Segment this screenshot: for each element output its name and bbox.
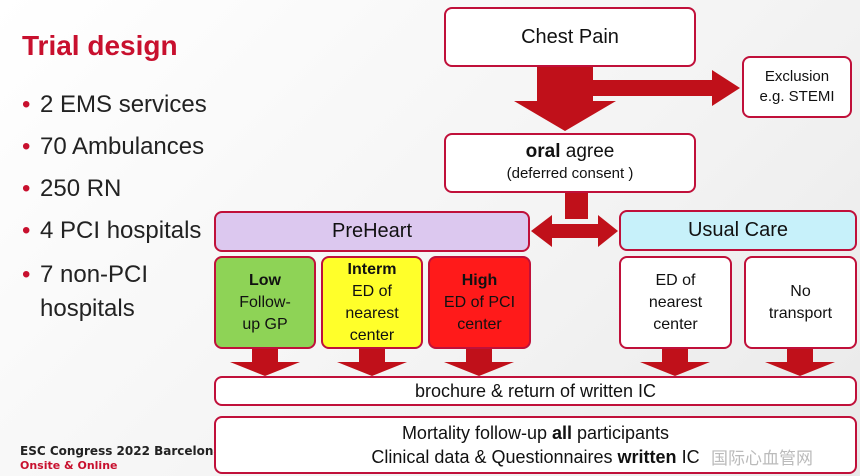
arrow-to-exclusion — [593, 70, 740, 106]
arrow-chest-to-oral — [514, 67, 616, 131]
exclusion-line1: Exclusion — [764, 68, 830, 85]
arrow-split — [531, 215, 618, 247]
footer-congress: ESC Congress 2022 Barcelona — [20, 444, 216, 458]
interm-line3: center — [349, 326, 395, 344]
ed-line3: center — [653, 315, 698, 333]
bullet-rn: 250 RN — [22, 174, 207, 204]
interm-line2: nearest — [345, 304, 399, 322]
node-high-risk: High ED of PCI center — [428, 256, 531, 349]
low-line1: Follow- — [239, 293, 291, 311]
mortality-pre: Mortality follow-up — [401, 423, 552, 443]
node-interm-risk: Interm ED of nearest center — [321, 256, 423, 349]
bullet-non-pci-text: 7 non-PCI hospitals — [40, 261, 149, 322]
ed-line2: nearest — [648, 293, 703, 311]
node-oral-agree: oral agree (deferred consent ) — [444, 133, 696, 193]
interm-title: Interm — [347, 260, 397, 278]
arrow-oral-down — [565, 193, 588, 219]
arrow-high-down — [444, 349, 514, 376]
mortality-bold: all — [551, 423, 572, 443]
node-low-risk: Low Follow- up GP — [214, 256, 316, 349]
bullet-pci-hospitals: 4 PCI hospitals — [22, 216, 207, 246]
bullet-list: 2 EMS services 70 Ambulances 250 RN 4 PC… — [22, 90, 207, 338]
node-no-transport: No transport — [744, 256, 857, 349]
arrow-ed-down — [640, 349, 710, 376]
footer-onsite: Onsite & Online — [20, 459, 118, 472]
footer: ESC Congress 2022 Barcelona Onsite & Onl… — [20, 444, 216, 472]
exclusion-line2: e.g. STEMI — [759, 88, 835, 105]
node-exclusion: Exclusion e.g. STEMI — [742, 56, 852, 118]
brochure-label: brochure & return of written IC — [414, 380, 657, 401]
arrow-low-down — [230, 349, 300, 376]
node-brochure: brochure & return of written IC — [214, 376, 857, 406]
bullet-ems: 2 EMS services — [22, 90, 207, 120]
clinical-pre: Clinical data & Questionnaires — [371, 447, 618, 467]
low-line2: up GP — [242, 315, 288, 333]
clinical-post: IC — [676, 447, 700, 467]
clinical-bold: written — [617, 447, 677, 467]
no-line1: No — [790, 282, 811, 300]
arrow-interm-down — [337, 349, 407, 376]
oral-bold: oral — [525, 141, 561, 162]
no-line2: transport — [768, 304, 833, 322]
bullet-ambulances: 70 Ambulances — [22, 132, 207, 162]
node-usual-care: Usual Care — [619, 210, 857, 251]
preheart-label: PreHeart — [331, 220, 413, 242]
node-preheart: PreHeart — [214, 211, 530, 252]
low-title: Low — [249, 271, 281, 289]
ed-line1: ED of — [655, 271, 696, 289]
oral-sub: (deferred consent ) — [506, 165, 634, 182]
high-line1: ED of PCI — [443, 293, 516, 311]
slide-title: Trial design — [22, 30, 178, 61]
bullet-non-pci-hospitals: 7 non-PCI hospitals — [22, 258, 180, 326]
high-title: High — [461, 271, 498, 289]
arrow-no-down — [765, 349, 835, 376]
node-chest-pain: Chest Pain — [444, 7, 696, 67]
high-line2: center — [457, 315, 502, 333]
usual-care-label: Usual Care — [687, 219, 789, 241]
mortality-post: participants — [572, 423, 670, 443]
node-mortality: Mortality follow-up all participants Cli… — [214, 416, 857, 474]
node-ed-nearest: ED of nearest center — [619, 256, 732, 349]
chest-pain-label: Chest Pain — [521, 25, 619, 48]
oral-rest: agree — [560, 141, 615, 162]
interm-line1: ED of — [351, 282, 392, 300]
watermark: 国际心血管网 — [711, 449, 813, 469]
